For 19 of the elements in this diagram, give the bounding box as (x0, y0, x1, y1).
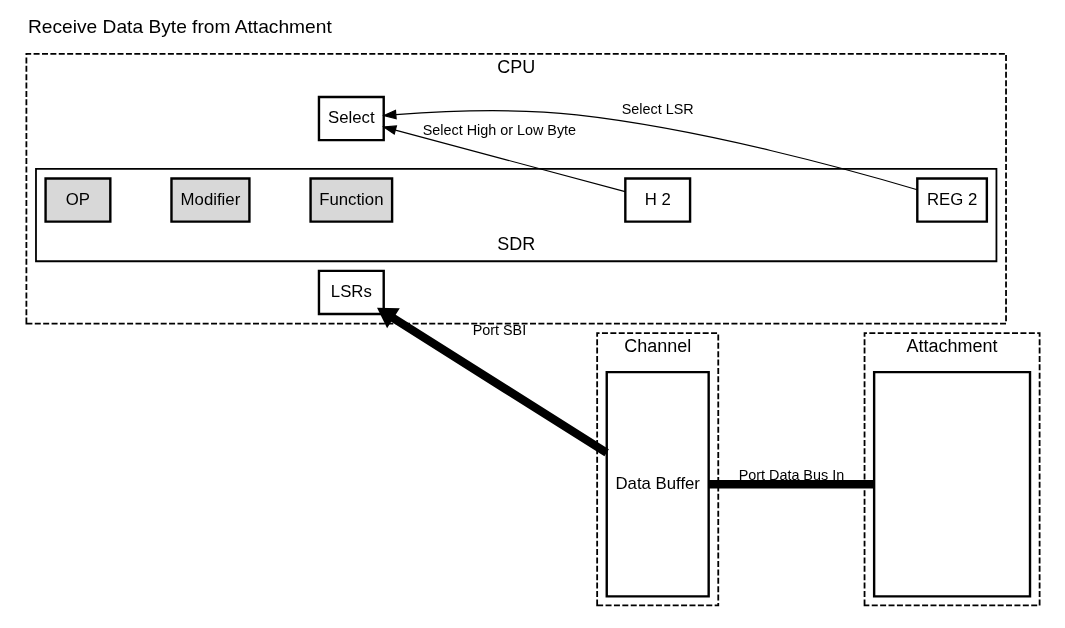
node-box: LSRs (317, 269, 385, 316)
arrow (381, 109, 918, 191)
node-box: Function (308, 177, 393, 223)
edge-label: Port Data Bus In (738, 467, 844, 484)
node-box: Modifier (169, 177, 251, 223)
edge-label: Port SBI (472, 322, 526, 339)
cluster: Attachment (863, 332, 1040, 607)
edge-label: Select High or Low Byte (422, 121, 576, 138)
node-box: REG 2 (915, 177, 988, 223)
diagram-title: Receive Data Byte from Attachment (27, 16, 332, 38)
node-box: H 2 (623, 177, 691, 223)
node-box: OP (43, 177, 111, 223)
node-box: Select (317, 95, 385, 142)
arrow (381, 125, 626, 193)
arrow (376, 307, 609, 457)
node-box: Data Buffer (605, 370, 710, 598)
edge-label: Select LSR (621, 101, 694, 118)
connector (708, 480, 874, 489)
node-box (872, 370, 1031, 598)
